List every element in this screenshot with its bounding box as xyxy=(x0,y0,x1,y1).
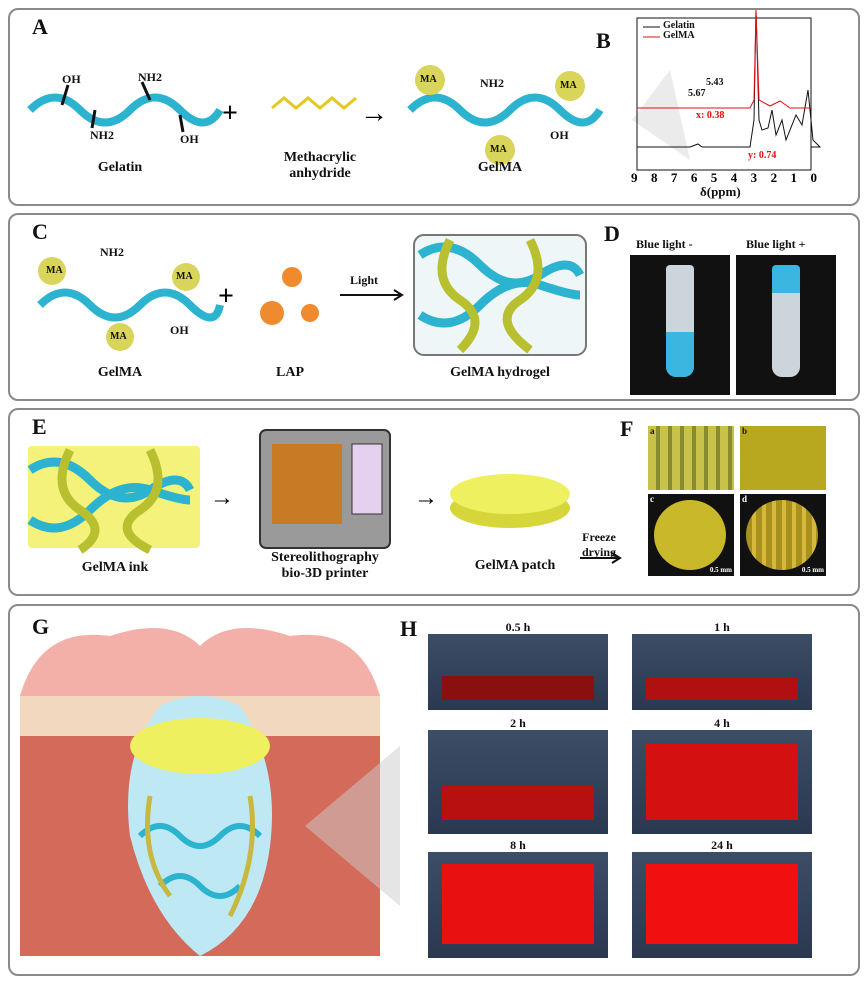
x-tick: 5 xyxy=(710,170,718,185)
caption-gelatin: Gelatin xyxy=(97,160,143,175)
gelma-patch xyxy=(450,474,570,514)
caption-lap: LAP xyxy=(276,365,304,380)
ma-group: MA xyxy=(490,144,507,155)
gelatin-chain xyxy=(27,93,224,127)
x-axis-label: δ(ppm) xyxy=(700,184,741,199)
x-tick: 7 xyxy=(670,170,678,185)
methacrylic-anhydride xyxy=(271,96,357,110)
gelma-chain xyxy=(407,93,604,127)
label-f: F xyxy=(620,416,634,441)
plot-title: 4 h xyxy=(714,716,730,730)
x-tick: 3 xyxy=(750,170,758,185)
panel-ab: A + → OH NH2 NH2 OH MA MA MA NH2 OH Gela… xyxy=(8,8,860,206)
peak-543: 5.43 xyxy=(706,77,724,88)
nh2-group: NH2 xyxy=(90,128,114,142)
panel-ef: E → → GelMA ink Stereolithography bio-3D… xyxy=(8,408,860,596)
scale-bar: 0.5 mm xyxy=(801,566,824,574)
plus-sign: + xyxy=(222,98,238,129)
ma-group: MA xyxy=(420,74,437,85)
gelma-trace xyxy=(637,9,811,109)
caption-gelma-hydrogel: GelMA hydrogel xyxy=(450,365,550,380)
sub-label: d xyxy=(742,494,748,504)
x-tick: 9 xyxy=(631,170,638,185)
photo-tube-gel xyxy=(736,255,836,395)
gelatin-reaction-diagram: + → xyxy=(27,65,690,165)
oh-group: OH xyxy=(170,323,189,337)
surface-plot-8h xyxy=(428,852,608,958)
svg-text:→: → xyxy=(210,485,234,511)
ma-group: MA xyxy=(46,265,63,276)
wound-diagram xyxy=(20,628,400,956)
caption-gelma-patch: GelMA patch xyxy=(474,558,556,573)
oh-group: OH xyxy=(62,72,81,86)
oh-group: OH xyxy=(180,132,199,146)
label-d: D xyxy=(604,221,620,246)
svg-text:+: + xyxy=(218,281,234,312)
sub-label: a xyxy=(650,426,655,436)
svg-text:→: → xyxy=(414,485,438,511)
oh-group: OH xyxy=(550,128,569,142)
crosslinking-diagram: + xyxy=(37,234,587,356)
x-tick: 1 xyxy=(790,170,798,185)
freeze-drying-label: Freeze drying xyxy=(582,530,617,559)
label-c: C xyxy=(32,219,48,244)
light-label: Light xyxy=(350,273,379,287)
blue-light-minus-label: Blue light - xyxy=(636,237,693,251)
surface-plot-1h xyxy=(632,634,812,710)
surface-plot-4h xyxy=(632,730,812,834)
panel-gh: G H 0.5 h 1 h 2 h 4 h 8 h 24 h xyxy=(8,604,860,976)
nmr-spectrum xyxy=(636,9,822,171)
plot-title: 0.5 h xyxy=(505,620,531,634)
sub-label: b xyxy=(742,426,748,436)
nh2-group: NH2 xyxy=(138,70,162,84)
surface-plot-0-5h xyxy=(428,634,608,710)
ma-group: MA xyxy=(110,331,127,342)
scale-bar: 0.5 mm xyxy=(709,566,732,574)
micrograph-a: a xyxy=(648,426,734,490)
blue-light-plus-label: Blue light + xyxy=(746,237,806,251)
x-tick: 4 xyxy=(730,170,738,185)
integral-x: x: 0.38 xyxy=(696,110,725,121)
gelatin-trace xyxy=(637,9,822,148)
panel-cd: C + MA MA MA NH2 OH Light GelMA LAP GelM… xyxy=(8,213,860,401)
plot-title: 1 h xyxy=(714,620,730,634)
integral-y: y: 0.74 xyxy=(748,150,777,161)
legend-gelatin: Gelatin xyxy=(663,20,695,31)
patch-in-wound xyxy=(130,718,270,774)
ma-group: MA xyxy=(560,80,577,91)
x-tick: 0 xyxy=(810,170,817,185)
caption-printer: Stereolithography bio-3D printer xyxy=(271,550,379,581)
surface-plot-24h xyxy=(632,852,812,958)
label-a: A xyxy=(32,14,48,39)
micrograph-d: d 0.5 mm xyxy=(740,494,826,576)
micrograph-b: b xyxy=(740,426,826,490)
surface-plot-2h xyxy=(428,730,608,834)
plot-title: 24 h xyxy=(711,838,733,852)
x-tick: 2 xyxy=(770,170,778,185)
caption-gelma-ink: GelMA ink xyxy=(81,560,149,575)
plot-title: 8 h xyxy=(510,838,526,852)
label-e: E xyxy=(32,414,47,439)
printing-diagram: → → xyxy=(27,429,622,564)
label-b: B xyxy=(596,28,611,53)
x-tick: 6 xyxy=(690,170,698,185)
caption-gelma: GelMA xyxy=(477,160,523,175)
peak-567: 5.67 xyxy=(688,88,706,99)
sub-label: c xyxy=(650,494,654,504)
caption-gelma: GelMA xyxy=(97,365,143,380)
x-tick: 8 xyxy=(650,170,658,185)
reaction-arrow: → xyxy=(360,98,388,129)
plot-title: 2 h xyxy=(510,716,526,730)
nh2-group: NH2 xyxy=(480,76,504,90)
label-h: H xyxy=(400,616,418,641)
caption-methacrylic-anhydride: Methacrylic anhydride xyxy=(283,150,357,181)
micrograph-c: c 0.5 mm xyxy=(648,494,734,576)
label-g: G xyxy=(32,614,50,639)
legend-gelma: GelMA xyxy=(663,30,695,41)
photo-tube-liquid xyxy=(630,255,730,395)
ma-group: MA xyxy=(176,271,193,282)
nh2-group: NH2 xyxy=(100,245,124,259)
